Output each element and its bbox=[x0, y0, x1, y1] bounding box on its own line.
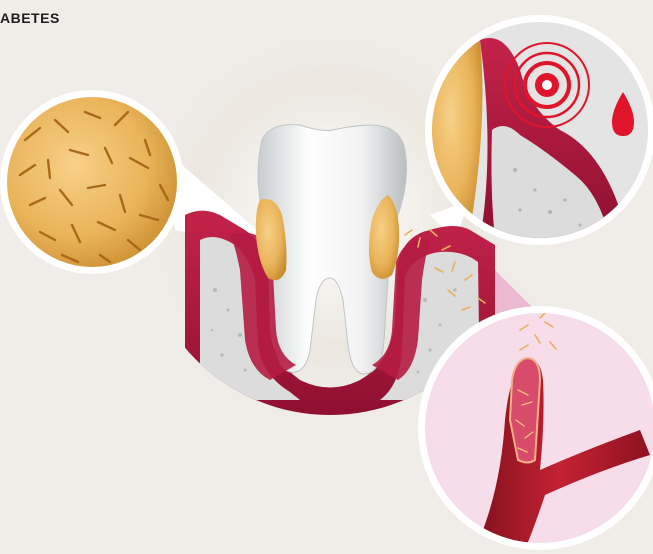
blood-vessel-magnifier bbox=[418, 306, 653, 554]
gum-inflammation-magnifier bbox=[425, 15, 653, 245]
vessel-opening bbox=[510, 358, 540, 463]
plaque-magnifier bbox=[0, 90, 184, 274]
